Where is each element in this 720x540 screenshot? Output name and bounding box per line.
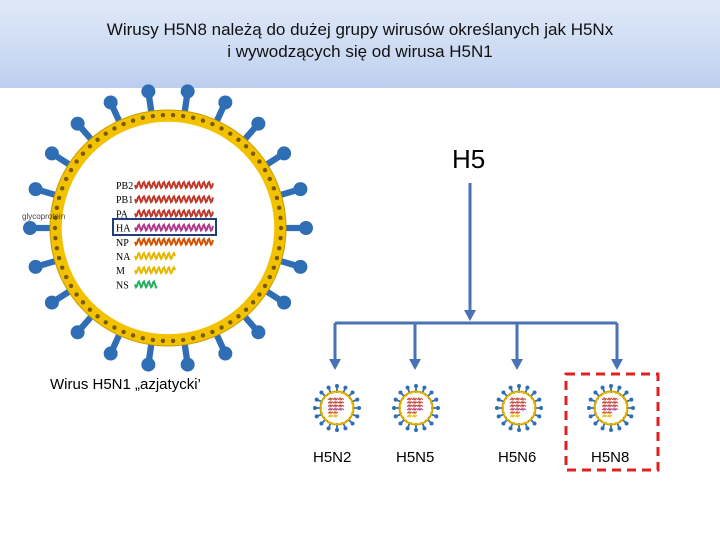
virus-icon-h5n2 (313, 384, 361, 432)
child-label-h5n2: H5N2 (313, 449, 352, 466)
segment-label-np: NP (116, 238, 129, 249)
h5n8-highlight-box (564, 372, 660, 472)
virus-icon-h5n8 (587, 384, 635, 432)
segment-label-ns: NS (116, 280, 129, 291)
segment-label-pb1: PB1 (116, 195, 133, 206)
lineage-arrows (329, 183, 623, 370)
child-virus-icons (313, 384, 635, 432)
virus-icon-h5n6 (495, 384, 543, 432)
tree-root-label: H5 (452, 144, 486, 174)
virus-caption: Wirus H5N1 „azjatycki’ (50, 376, 201, 393)
segment-label-m: M (116, 266, 125, 277)
segment-label-ha: HA (116, 224, 131, 235)
segment-label-pb2: PB2 (116, 181, 133, 192)
glycoprotein-label: glycoprotein (22, 212, 65, 221)
segment-label-na: NA (116, 252, 131, 263)
title-line-1: Wirusy H5N8 należą do dużej grupy wirusó… (106, 20, 614, 39)
segment-label-pa: PA (116, 209, 129, 220)
virus-icon-h5n5 (392, 384, 440, 432)
title-line-2: i wywodzących się od wirusa H5N1 (227, 42, 493, 61)
child-label-h5n6: H5N6 (498, 449, 537, 466)
child-label-h5n5: H5N5 (396, 449, 435, 466)
title-banner: Wirusy H5N8 należą do dużej grupy wirusó… (0, 0, 720, 88)
child-label-h5n8: H5N8 (591, 449, 630, 466)
